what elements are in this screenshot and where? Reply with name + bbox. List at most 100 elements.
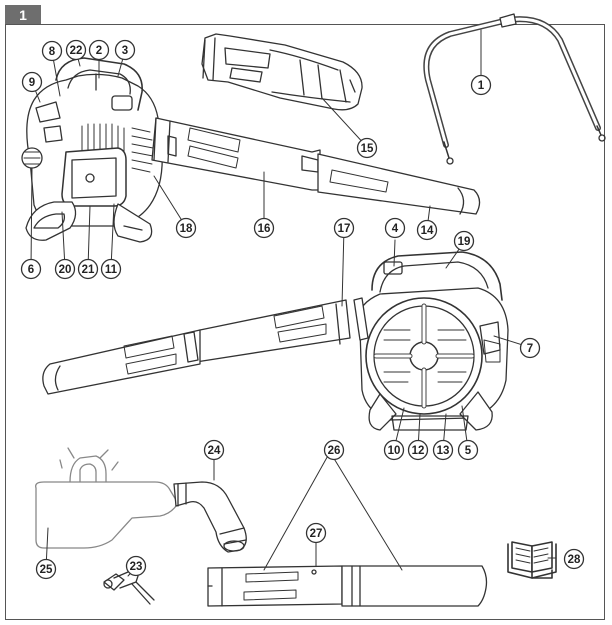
callout-21: 21 — [77, 258, 99, 280]
callout-circle — [54, 258, 76, 280]
callout-5: 5 — [457, 439, 479, 461]
callout-circle — [519, 337, 541, 359]
callout-9: 9 — [21, 71, 43, 93]
callout-circle — [383, 439, 405, 461]
callout-number: 5 — [465, 445, 472, 457]
callout-number: 24 — [208, 445, 221, 457]
callout-3: 3 — [114, 39, 136, 61]
callout-number: 13 — [437, 445, 450, 457]
callout-number: 23 — [130, 561, 143, 573]
callout-number: 26 — [328, 445, 341, 457]
callout-16: 16 — [253, 217, 275, 239]
callout-number: 8 — [49, 46, 56, 58]
callout-circle — [253, 217, 275, 239]
callout-number: 21 — [82, 264, 95, 276]
callout-12: 12 — [407, 439, 429, 461]
callout-17: 17 — [333, 217, 355, 239]
callout-number: 16 — [258, 223, 271, 235]
figure-number: 1 — [19, 7, 27, 23]
callout-11: 11 — [100, 258, 122, 280]
callout-10: 10 — [383, 439, 405, 461]
callout-circle — [21, 71, 43, 93]
callout-circle — [453, 230, 475, 252]
callout-circle — [470, 74, 492, 96]
blower-main-unit-right — [357, 251, 509, 431]
callout-circle — [100, 258, 122, 280]
spark-plug-wrench — [103, 570, 155, 605]
callout-circle — [35, 558, 57, 580]
blow-tubes-lower — [42, 297, 369, 395]
callout-number: 19 — [458, 236, 471, 248]
callout-circle — [407, 439, 429, 461]
callout-23: 23 — [125, 555, 147, 577]
blow-tubes-upper — [151, 117, 481, 215]
blower-main-unit-left — [21, 57, 163, 243]
callout-number: 22 — [70, 45, 83, 57]
callout-circle — [323, 439, 345, 461]
callout-number: 28 — [568, 554, 581, 566]
flat-nozzle — [201, 33, 363, 111]
callout-25: 25 — [35, 558, 57, 580]
callout-circle — [175, 217, 197, 239]
callout-number: 17 — [338, 223, 351, 235]
collection-bag — [35, 447, 177, 549]
callout-number: 1 — [478, 80, 485, 92]
callout-27: 27 — [305, 522, 327, 544]
callout-4: 4 — [384, 217, 406, 239]
callout-13: 13 — [432, 439, 454, 461]
callout-circle — [125, 555, 147, 577]
callout-circle — [333, 217, 355, 239]
callout-number: 27 — [310, 528, 323, 540]
callout-19: 19 — [453, 230, 475, 252]
callout-number: 15 — [361, 143, 374, 155]
callout-number: 2 — [96, 45, 102, 57]
callout-circle — [41, 40, 63, 62]
callout-22: 22 — [65, 39, 87, 61]
callout-circle — [305, 522, 327, 544]
callout-number: 3 — [122, 45, 128, 57]
callout-number: 7 — [527, 343, 533, 355]
callout-circle — [356, 137, 378, 159]
callout-circle — [457, 439, 479, 461]
callout-14: 14 — [416, 219, 438, 241]
callout-number: 4 — [392, 223, 399, 235]
callout-number: 6 — [28, 264, 34, 276]
callout-28: 28 — [563, 548, 585, 570]
vacuum-tubes — [207, 565, 488, 607]
callout-1: 1 — [470, 74, 492, 96]
callout-circle — [114, 39, 136, 61]
callout-2: 2 — [88, 39, 110, 61]
callout-15: 15 — [356, 137, 378, 159]
callout-number: 25 — [40, 564, 53, 576]
elbow-tube — [173, 481, 247, 553]
callout-number: 18 — [180, 223, 193, 235]
figure-frame — [5, 24, 605, 620]
callout-number: 10 — [388, 445, 401, 457]
shoulder-strap — [423, 13, 606, 165]
callout-26: 26 — [323, 439, 345, 461]
callout-circle — [77, 258, 99, 280]
callout-circle — [88, 39, 110, 61]
callout-number: 11 — [105, 264, 118, 276]
callout-circle — [563, 548, 585, 570]
callout-circle — [416, 219, 438, 241]
callout-number: 20 — [59, 264, 72, 276]
callout-7: 7 — [519, 337, 541, 359]
callout-20: 20 — [54, 258, 76, 280]
callout-number: 9 — [29, 77, 35, 89]
callout-18: 18 — [175, 217, 197, 239]
callout-circle — [384, 217, 406, 239]
callout-circle — [203, 439, 225, 461]
callout-circle — [20, 258, 42, 280]
callout-number: 14 — [421, 225, 434, 237]
callout-24: 24 — [203, 439, 225, 461]
callout-circle — [432, 439, 454, 461]
open-book-icon — [507, 541, 557, 579]
figure-number-badge: 1 — [5, 5, 41, 25]
callout-6: 6 — [20, 258, 42, 280]
callout-circle — [65, 39, 87, 61]
callout-number: 12 — [412, 445, 425, 457]
callout-8: 8 — [41, 40, 63, 62]
